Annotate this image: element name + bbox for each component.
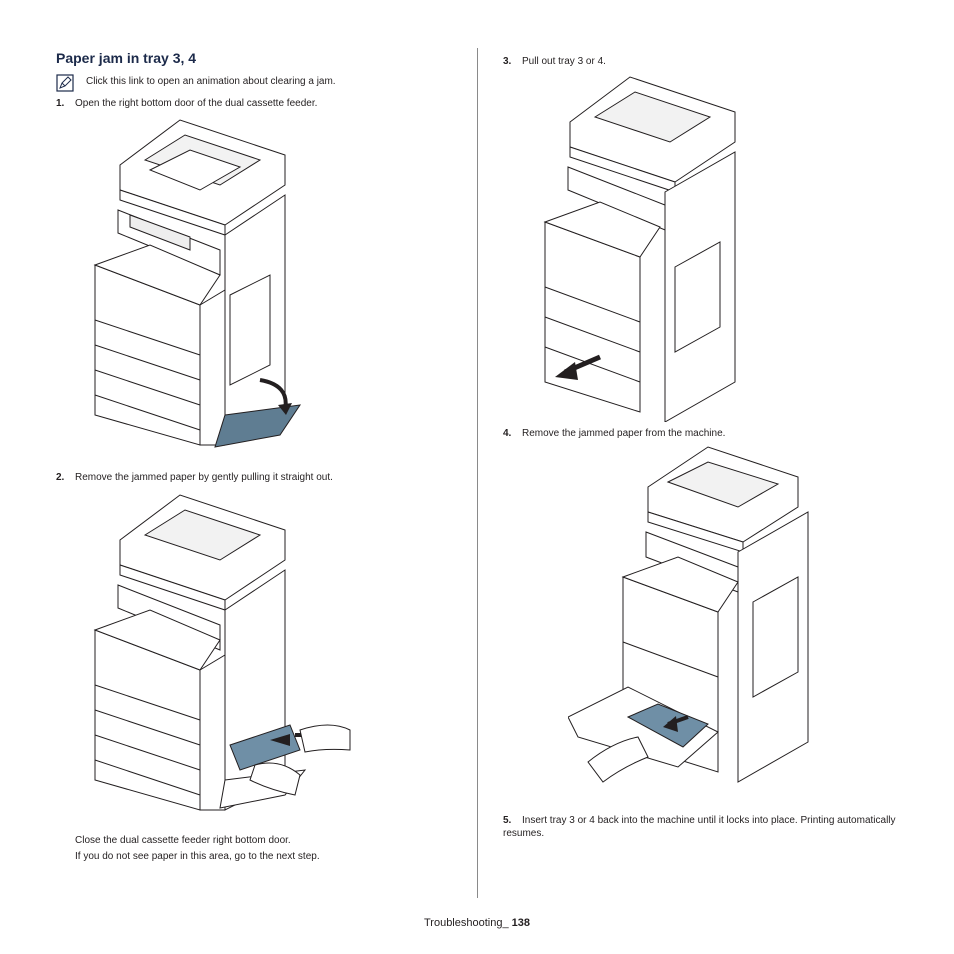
footer-chapter: Troubleshooting_ bbox=[423, 917, 509, 929]
step-text: Pull out tray 3 or 4. bbox=[522, 56, 606, 67]
step-number: 2. bbox=[56, 472, 65, 483]
figure-pull-paper bbox=[93, 494, 351, 811]
step-number: 1. bbox=[56, 98, 65, 109]
step-number: 5. bbox=[503, 815, 512, 826]
step-number: 4. bbox=[503, 428, 512, 439]
column-divider bbox=[477, 48, 478, 898]
step-number: 3. bbox=[503, 56, 512, 67]
step-5: 5.Insert tray 3 or 4 back into the machi… bbox=[503, 814, 913, 840]
page-footer: Troubleshooting_ 138 bbox=[0, 917, 954, 929]
step-2-next-hint: If you do not see paper in this area, go… bbox=[75, 851, 320, 862]
figure-open-door bbox=[93, 119, 302, 448]
note-pencil-icon[interactable] bbox=[56, 74, 74, 92]
step-2: 2. Remove the jammed paper by gently pull… bbox=[56, 471, 333, 484]
step-text: Open the right bottom door of the dual c… bbox=[75, 98, 318, 109]
step-3: 3. Pull out tray 3 or 4. bbox=[503, 55, 606, 68]
step-text: Remove the jammed paper from the machine… bbox=[522, 428, 726, 439]
step-text: Remove the jammed paper by gently pullin… bbox=[75, 472, 333, 483]
animation-link[interactable]: Click this link to open an animation abo… bbox=[86, 76, 336, 87]
figure-pull-tray bbox=[543, 76, 736, 422]
figure-remove-paper bbox=[568, 446, 809, 783]
step-2-close-door: Close the dual cassette feeder right bot… bbox=[75, 835, 291, 846]
page-title: Paper jam in tray 3, 4 bbox=[56, 50, 197, 66]
step-text: Insert tray 3 or 4 back into the machine… bbox=[503, 815, 896, 839]
step-4: 4. Remove the jammed paper from the machi… bbox=[503, 427, 725, 440]
page-number: 138 bbox=[511, 917, 531, 929]
step-1: 1. Open the right bottom door of the dual… bbox=[56, 97, 317, 110]
